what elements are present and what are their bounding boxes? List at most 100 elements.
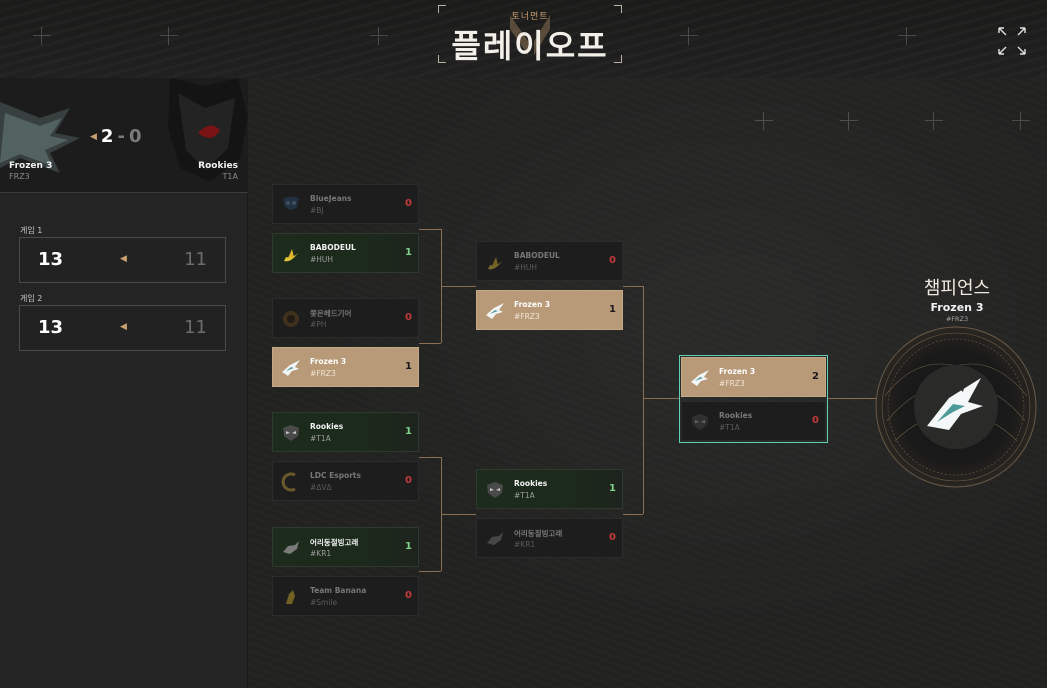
- page-title-frame: 토너먼트 플레이오프: [438, 5, 622, 65]
- team-tag: #HUH: [514, 263, 538, 272]
- team-score: 1: [405, 426, 412, 437]
- plus-deco-icon: [33, 27, 51, 45]
- team-score: 0: [405, 590, 412, 601]
- team-name: LDC Esports: [310, 471, 361, 480]
- bracket-team-card[interactable]: LDC Esports #ΔVΔ 0: [272, 461, 419, 501]
- bracket-team-card[interactable]: Frozen 3 #FRZ3 1: [272, 347, 419, 387]
- bracket-connector: [441, 514, 476, 515]
- bracket-connector: [623, 514, 643, 515]
- winner-caret-icon: ◀: [120, 254, 127, 264]
- team-right-name: Rookies: [198, 161, 238, 171]
- bracket-team-card[interactable]: Team Banana #Smile 0: [272, 576, 419, 616]
- bracket-team-card[interactable]: 어리둥절빙고래 #KR1 1: [272, 527, 419, 567]
- team-name: Frozen 3: [719, 367, 756, 376]
- rookies-mask-logo-icon: [487, 482, 503, 498]
- team-tag: #KR1: [310, 549, 332, 558]
- winner-caret-icon: ◀: [90, 132, 97, 142]
- team-tag: #BJ: [310, 206, 324, 215]
- match-detail-panel: ◀2-0 Frozen 3 FRZ3 Rookies T1A 게임 1 13 ◀…: [0, 78, 248, 688]
- bracket-team-card[interactable]: Rookies #T1A 1: [476, 469, 623, 509]
- team-score: 2: [812, 371, 819, 382]
- team-score: 0: [812, 415, 819, 426]
- team-tag: #T1A: [514, 491, 535, 500]
- bracket-connector: [419, 343, 441, 344]
- bracket-team-card[interactable]: BlueJeans #BJ 0: [272, 184, 419, 224]
- plus-deco-icon: [840, 112, 858, 130]
- match-banner[interactable]: ◀2-0 Frozen 3 FRZ3 Rookies T1A: [0, 78, 248, 193]
- team-tag: #PH: [310, 320, 327, 329]
- bracket-connector: [419, 571, 441, 572]
- bluejeans-logo-icon: [283, 196, 299, 210]
- plus-deco-icon: [1012, 112, 1030, 130]
- team-tag: #HUH: [310, 255, 334, 264]
- bracket-connector: [643, 286, 644, 514]
- team-tag: #ΔVΔ: [310, 483, 332, 492]
- frozen-wolf-logo-icon: [282, 360, 300, 376]
- team-name: Frozen 3: [514, 300, 551, 309]
- series-score-separator: -: [117, 126, 125, 147]
- team-name: 쫓은헤드기어: [310, 309, 352, 318]
- valorant-logo-icon: [510, 15, 550, 55]
- game-2-score-left: 13: [38, 317, 64, 338]
- team-right-label: Rookies T1A: [198, 161, 238, 181]
- team-score: 1: [609, 304, 616, 315]
- winner-caret-icon: ◀: [120, 322, 127, 332]
- header-bar: [0, 0, 1047, 78]
- plus-deco-icon: [925, 112, 943, 130]
- series-score-right: 0: [128, 126, 142, 147]
- team-score: 0: [405, 475, 412, 486]
- bracket-team-card[interactable]: 쫓은헤드기어 #PH 0: [272, 298, 419, 338]
- team-name: 어리둥절빙고래: [514, 529, 563, 538]
- banana-logo-icon: [284, 249, 298, 262]
- fullscreen-corners-icon: [998, 27, 1026, 55]
- champion-team-tag: #FRZ3: [945, 315, 969, 323]
- fullscreen-button[interactable]: [995, 24, 1029, 58]
- champion-title: 챔피언스: [923, 278, 991, 299]
- frozen-wolf-logo-icon: [927, 378, 983, 430]
- team-score: 0: [609, 255, 616, 266]
- team-left-label: Frozen 3 FRZ3: [9, 161, 52, 181]
- plus-deco-icon: [370, 27, 388, 45]
- whale-logo-icon: [283, 541, 299, 554]
- series-score: ◀2-0: [90, 126, 141, 147]
- team-score: 1: [609, 483, 616, 494]
- bracket-team-card[interactable]: Frozen 3 #FRZ3 1: [476, 290, 623, 330]
- team-score: 0: [405, 198, 412, 209]
- page-title: 플레이오프: [451, 27, 609, 65]
- team-score: 1: [405, 361, 412, 372]
- bracket-team-card[interactable]: Rookies #T1A 1: [272, 412, 419, 452]
- bracket-team-card[interactable]: BABODEUL #HUH 1: [272, 233, 419, 273]
- game-2-card[interactable]: 13 ◀ 11: [19, 305, 226, 351]
- game-1-card[interactable]: 13 ◀ 11: [19, 237, 226, 283]
- champion-team-name: Frozen 3: [930, 301, 984, 314]
- bracket-team-card[interactable]: Rookies #T1A 0: [681, 401, 826, 441]
- team-tag: #FRZ3: [719, 379, 745, 388]
- bracket-connector: [441, 286, 476, 287]
- page-subtitle: 토너먼트: [511, 12, 549, 22]
- team-name: BlueJeans: [310, 194, 352, 203]
- team-score: 1: [405, 247, 412, 258]
- bracket-team-card[interactable]: BABODEUL #HUH 0: [476, 241, 623, 281]
- final-match-highlight: [679, 355, 828, 443]
- frozen-wolf-logo-icon: [486, 303, 504, 319]
- team-left-tag: FRZ3: [9, 172, 30, 181]
- team-tag: #KR1: [514, 540, 536, 549]
- bracket-connector: [419, 457, 441, 458]
- game-1-label: 게임 1: [20, 226, 43, 235]
- bracket-team-card[interactable]: 어리둥절빙고래 #KR1 0: [476, 518, 623, 558]
- game-2-label: 게임 2: [20, 294, 43, 303]
- team-tag: #FRZ3: [310, 369, 336, 378]
- team-name: Rookies: [719, 411, 753, 420]
- plus-deco-icon: [898, 27, 916, 45]
- bracket-team-card[interactable]: Frozen 3 #FRZ3 2: [681, 357, 826, 397]
- team-tag: #Smile: [310, 598, 338, 607]
- team-name: BABODEUL: [514, 251, 560, 260]
- champion-trophy-orb[interactable]: [875, 326, 1037, 488]
- team-score: 0: [609, 532, 616, 543]
- team-right-tag: T1A: [222, 172, 238, 181]
- team-left-name: Frozen 3: [9, 161, 53, 171]
- bracket-connector: [623, 286, 643, 287]
- game-1-score-right: 11: [184, 249, 207, 270]
- game-1-score-left: 13: [38, 249, 64, 270]
- team-score: 0: [405, 312, 412, 323]
